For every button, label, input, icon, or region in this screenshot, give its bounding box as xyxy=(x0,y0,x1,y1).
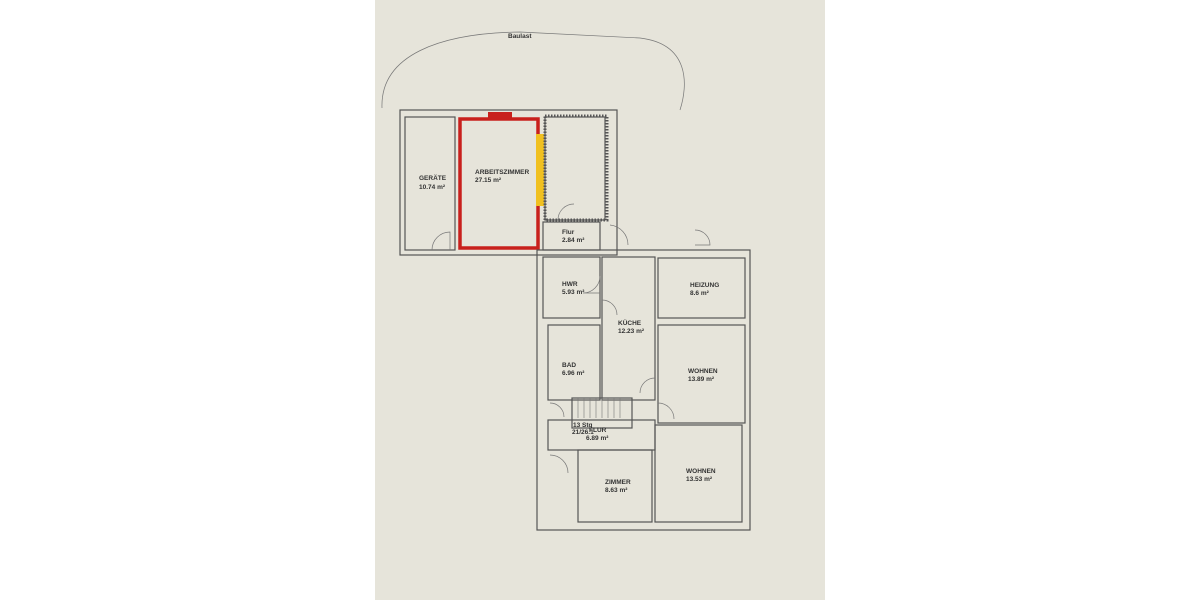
door-arc xyxy=(657,402,675,420)
room-area: 27.15 m² xyxy=(475,177,502,184)
stairs-label: 13 Stg xyxy=(573,422,593,429)
room-area: 12.23 m² xyxy=(618,328,645,335)
door-arc xyxy=(609,224,629,246)
hatched-wall xyxy=(543,114,609,222)
room-label: KÜCHE xyxy=(618,318,642,327)
room-flur-small xyxy=(542,221,601,251)
room-kueche xyxy=(601,256,656,401)
door-arc xyxy=(557,203,575,221)
room-label: ARBEITSZIMMER xyxy=(475,169,529,176)
room-area: 6.96 m² xyxy=(562,370,585,377)
room-label: GERÄTE xyxy=(419,174,447,182)
room-label: WOHNEN xyxy=(688,368,718,375)
door-arc xyxy=(582,275,601,294)
door-arc xyxy=(549,454,569,474)
door-arc xyxy=(639,377,656,394)
room-wohnen-1 xyxy=(657,324,746,424)
door-arc xyxy=(549,402,565,418)
baulast-outline xyxy=(381,31,685,111)
room-label: FLUR xyxy=(589,427,607,434)
lower-block-outline xyxy=(536,249,751,531)
room-area: 13.53 m² xyxy=(686,476,713,483)
room-label: HEIZUNG xyxy=(690,282,719,289)
room-geraete xyxy=(404,116,456,251)
door-arc xyxy=(601,299,618,316)
stairs-label: 21/26.1 xyxy=(572,429,594,436)
room-label: HWR xyxy=(562,281,578,288)
room-area: 13.89 m² xyxy=(688,376,715,383)
room-area: 8.63 m² xyxy=(605,487,628,494)
room-label: BAD xyxy=(562,362,576,369)
room-wohnen-2 xyxy=(654,424,743,523)
baulast-label: Baulast xyxy=(508,33,532,40)
room-area: 10.74 m² xyxy=(419,184,446,191)
red-wall-segment xyxy=(488,112,512,120)
room-label: ZIMMER xyxy=(605,479,631,486)
room-area: 6.89 m² xyxy=(586,435,609,442)
room-label: Flur xyxy=(562,229,575,236)
room-area: 5.93 m² xyxy=(562,289,585,296)
door-arc xyxy=(694,229,711,246)
room-heizung xyxy=(657,257,746,319)
room-label: WOHNEN xyxy=(686,468,716,475)
room-zimmer xyxy=(577,449,653,523)
room-storage xyxy=(544,116,606,221)
door-arc xyxy=(431,231,451,251)
room-area: 8.6 m² xyxy=(690,290,710,297)
yellow-wall-segment xyxy=(536,134,544,206)
room-hwr xyxy=(542,256,601,319)
stair-steps xyxy=(577,398,621,418)
room-area: 2.84 m² xyxy=(562,237,585,244)
upper-block-outline xyxy=(399,109,618,256)
room-bad xyxy=(547,324,601,401)
